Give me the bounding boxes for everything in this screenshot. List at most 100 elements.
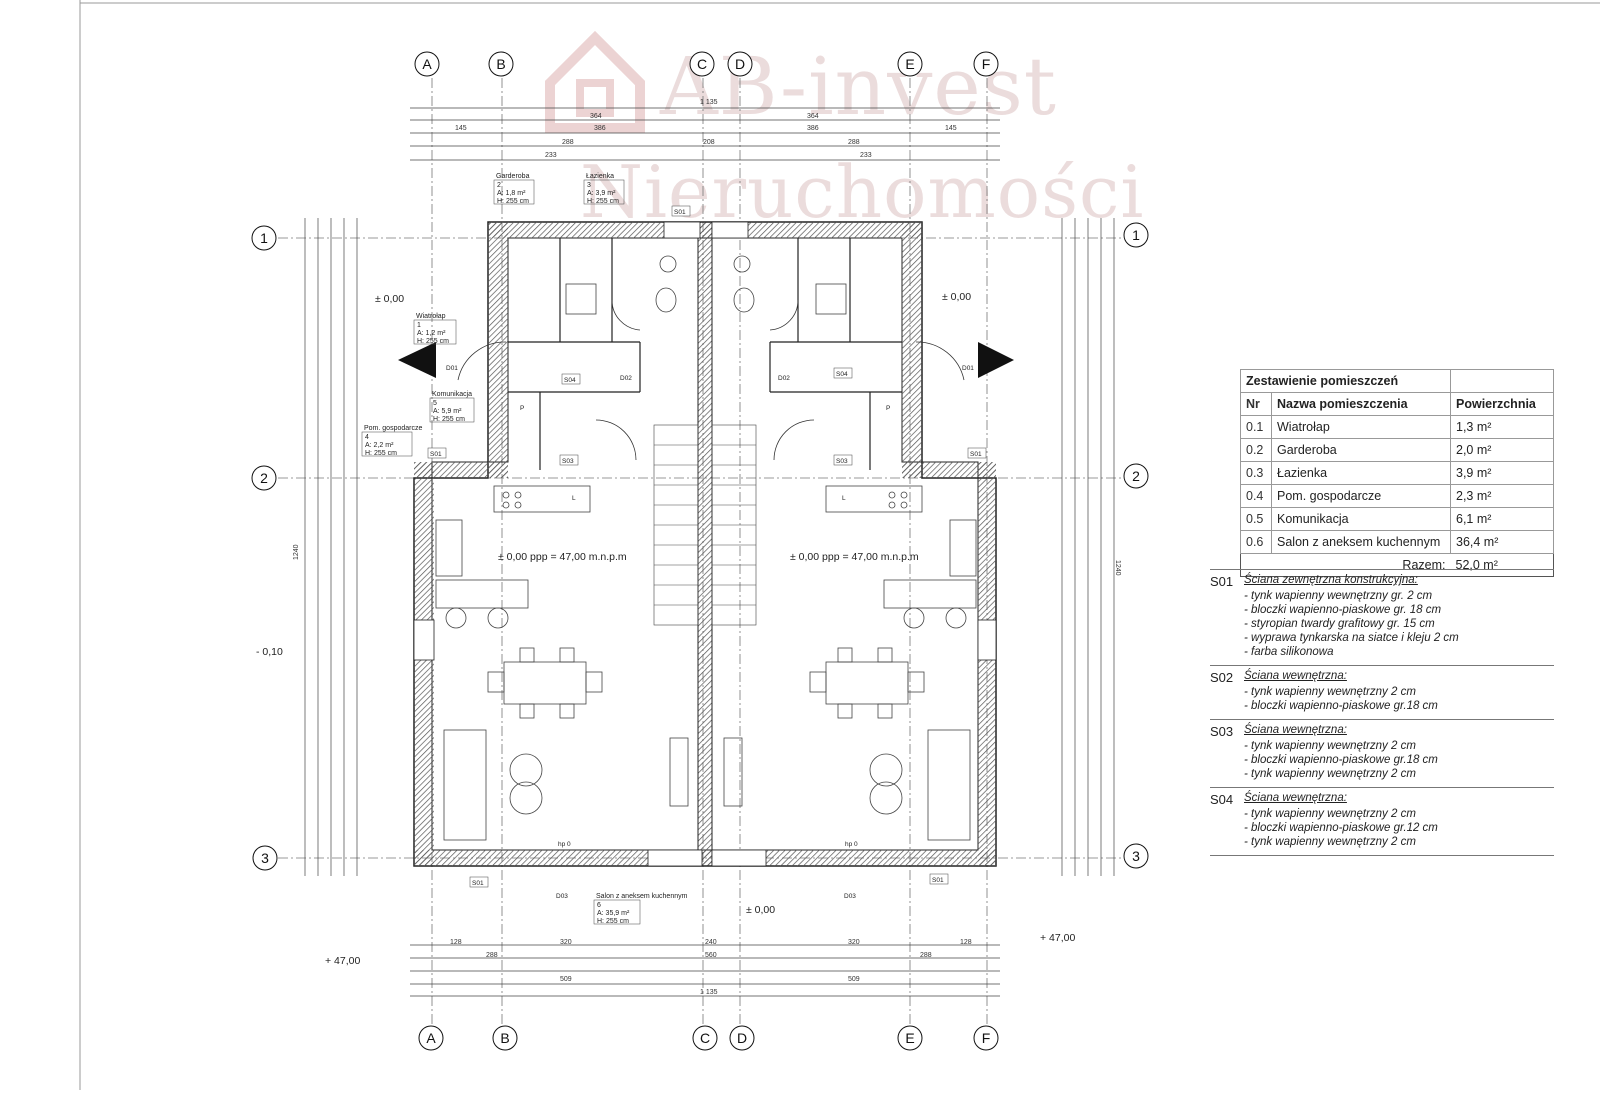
dim-top-288-right: 288	[848, 139, 860, 146]
wall-title: Ściana wewnętrzna:	[1244, 792, 1347, 804]
dim-bottom-509-right: 509	[848, 976, 860, 983]
svg-text:A: 1,2 m²: A: 1,2 m²	[417, 330, 446, 337]
svg-text:H: 255 cm: H: 255 cm	[365, 450, 397, 457]
svg-text:2: 2	[497, 182, 501, 189]
svg-text:6: 6	[597, 902, 601, 909]
axis-bubble-c-bottom: C	[692, 1025, 718, 1051]
dim-top-233-left: 233	[545, 152, 557, 159]
door-tag-d03-left: D03	[556, 893, 568, 900]
dim-bottom-509-left: 509	[560, 976, 572, 983]
wall-legend-item: S01 Ściana zewnętrzna konstrukcyjna: - t…	[1210, 569, 1554, 665]
level-terrain-left: - 0,10	[256, 646, 283, 658]
axis-bubble-2-right: 2	[1123, 463, 1149, 489]
dim-bottom-560: 560	[705, 952, 717, 959]
level-right-entry: ± 0,00	[942, 291, 971, 303]
dim-right-1240: 1240	[1114, 560, 1121, 576]
svg-text:A: 5,9 m²: A: 5,9 m²	[433, 408, 462, 415]
label-l-left: L	[572, 495, 576, 502]
dim-bottom-288-left: 288	[486, 952, 498, 959]
wall-legend-item: S03 Ściana wewnętrzna: - tynk wapienny w…	[1210, 719, 1554, 787]
svg-text:A: A	[422, 56, 432, 72]
entry-arrow-right-icon	[978, 342, 1014, 378]
stairs	[653, 424, 757, 626]
room-tag-name: Komunikacja	[432, 391, 472, 398]
dim-top-386-right: 386	[807, 125, 819, 132]
watermark-house-icon	[545, 30, 645, 133]
wall-legend-item: S04 Ściana wewnętrzna: - tynk wapienny w…	[1210, 787, 1554, 856]
axis-bubble-e-bottom: E	[897, 1025, 923, 1051]
svg-text:B: B	[496, 56, 505, 72]
dimension-lines	[304, 107, 1115, 997]
wall-code: S02	[1210, 670, 1234, 685]
svg-text:3: 3	[587, 182, 591, 189]
room-tag-salon: Salon z aneksem kuchennym 6 A: 35,9 m² H…	[593, 893, 688, 925]
dim-bottom-total: 1 135	[700, 989, 718, 996]
dim-bottom-288-right: 288	[920, 952, 932, 959]
wall-title: Ściana zewnętrzna konstrukcyjna:	[1244, 574, 1418, 586]
svg-text:1: 1	[417, 322, 421, 329]
dim-bottom-240: 240	[705, 939, 717, 946]
door-tag-d01-left: D01	[446, 365, 458, 372]
schedule-total-row: Razem: 52,0 m²	[1241, 554, 1554, 577]
door-tag-d02-left: D02	[620, 375, 632, 382]
wall-title: Ściana wewnętrzna:	[1244, 724, 1347, 736]
exterior-walls	[413, 221, 997, 867]
dim-bottom-320-left: 320	[560, 939, 572, 946]
wall-title: Ściana wewnętrzna:	[1244, 670, 1347, 682]
wall-tag-s04-right: S04	[836, 371, 848, 378]
level-bottom-center: ± 0,00	[746, 904, 775, 916]
wall-code: S01	[1210, 574, 1234, 589]
level-abs-right: + 47,00	[1040, 932, 1075, 944]
axis-bubble-b-top: B	[488, 51, 514, 77]
axis-bubble-d-top: D	[727, 51, 753, 77]
room-tag-name: Wiatrołap	[416, 313, 446, 320]
svg-text:E: E	[905, 56, 914, 72]
wall-tag-s01-bottom-right: S01	[932, 877, 944, 884]
room-tag-name: Pom. gospodarcze	[364, 425, 422, 432]
axis-bubble-a-top: A	[414, 51, 440, 77]
floor-level-right: ± 0,00 ppp = 47,00 m.n.p.m	[790, 551, 919, 563]
room-tag-name: Łazienka	[586, 173, 614, 180]
dim-bottom-320-right: 320	[848, 939, 860, 946]
door-tag-d03-right: D03	[844, 893, 856, 900]
svg-text:4: 4	[365, 434, 369, 441]
svg-text:C: C	[700, 1030, 710, 1046]
svg-text:D: D	[735, 56, 745, 72]
wall-tag-s01-left: S01	[430, 451, 442, 458]
interior-partitions	[508, 238, 902, 470]
svg-text:H: 255 cm: H: 255 cm	[597, 918, 629, 925]
room-tag-name: Garderoba	[496, 173, 530, 180]
schedule-col-area: Powierzchnia	[1450, 392, 1554, 416]
wall-code: S04	[1210, 792, 1234, 807]
entry-arrow-left-icon	[398, 342, 436, 378]
hp-right: hp 0	[845, 841, 858, 848]
axis-bubble-2-left: 2	[251, 465, 277, 491]
axis-bubble-d-bottom: D	[729, 1025, 755, 1051]
wall-tag-s01-top: S01	[674, 209, 686, 216]
dim-top-total: 1 135	[700, 99, 718, 106]
svg-text:1: 1	[260, 230, 268, 246]
svg-text:A: 1,8 m²: A: 1,8 m²	[497, 190, 526, 197]
door-tag-d02-right: D02	[778, 375, 790, 382]
dim-top-145-right: 145	[945, 125, 957, 132]
dim-bottom-128-left: 128	[450, 939, 462, 946]
wall-tag-s04-left: S04	[564, 377, 576, 384]
wall-tag-s03-left: S03	[562, 458, 574, 465]
room-schedule-table: Zestawienie pomieszczeń Nr Nazwa pomiesz…	[1240, 369, 1554, 577]
floor-level-left: ± 0,00 ppp = 47,00 m.n.p.m	[498, 551, 627, 563]
dim-left-1240: 1240	[293, 544, 300, 560]
svg-text:5: 5	[433, 400, 437, 407]
schedule-title: Zestawienie pomieszczeń	[1240, 369, 1451, 393]
level-left-entry: ± 0,00	[375, 293, 404, 305]
svg-text:A: 2,2 m²: A: 2,2 m²	[365, 442, 394, 449]
axis-bubble-3-left: 3	[252, 845, 278, 871]
wall-tag-s03-right: S03	[836, 458, 848, 465]
svg-text:H: 255 cm: H: 255 cm	[497, 198, 529, 205]
svg-text:A: 3,9 m²: A: 3,9 m²	[587, 190, 616, 197]
axis-bubble-e-top: E	[897, 51, 923, 77]
axis-bubble-b-bottom: B	[492, 1025, 518, 1051]
svg-text:2: 2	[260, 470, 268, 486]
table-row: 0.3 Łazienka 3,9 m²	[1240, 461, 1554, 485]
svg-text:H: 255 cm: H: 255 cm	[587, 198, 619, 205]
